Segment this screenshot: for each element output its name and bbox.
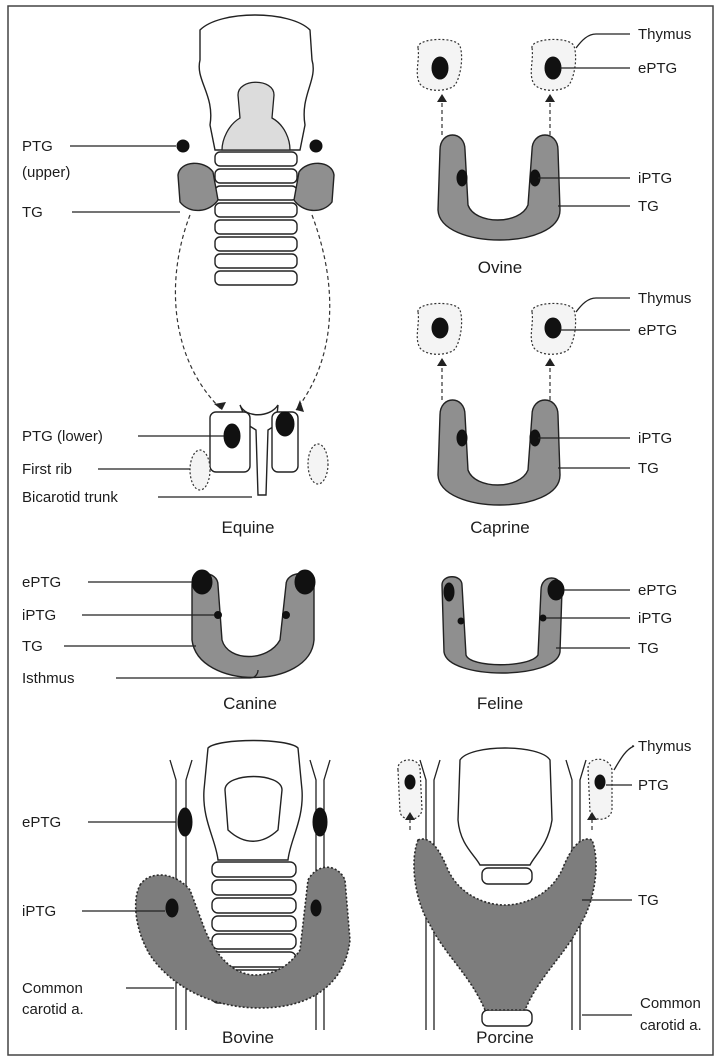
canine-eptg-left — [192, 570, 212, 594]
equine-migration-right — [296, 215, 330, 410]
label-ovine-eptg: ePTG — [638, 60, 677, 77]
label-caprine-thymus: Thymus — [638, 290, 691, 307]
label-canine-eptg: ePTG — [22, 574, 61, 591]
feline-iptg-left — [458, 618, 464, 624]
equine-trachea — [215, 152, 297, 285]
label-feline-iptg: iPTG — [638, 610, 672, 627]
label-canine-tg: TG — [22, 638, 43, 655]
equine-first-rib-right — [308, 444, 328, 484]
equine-thyroid-left — [178, 163, 218, 210]
label-caprine-iptg: iPTG — [638, 430, 672, 447]
feline-iptg-right — [540, 615, 546, 621]
ovine-iptg-left — [457, 170, 467, 186]
canine-iptg-right — [283, 612, 290, 619]
label-bovine-carotid: carotid a. — [22, 1001, 84, 1018]
label-feline-tg: TG — [638, 640, 659, 657]
bovine-panel: ePTG iPTG Common carotid a. Bovine — [22, 741, 350, 1048]
bovine-iptg-left — [166, 899, 178, 917]
equine-panel: PTG (upper) TG PTG (lower) First rib Bic… — [22, 15, 334, 537]
equine-ptg-lower-left — [224, 424, 240, 448]
caption-equine: Equine — [222, 518, 275, 537]
label-porcine-carotid: carotid a. — [640, 1017, 702, 1034]
ovine-panel: Thymus ePTG iPTG TG Ovine — [417, 26, 691, 277]
caprine-panel: Thymus ePTG iPTG TG Caprine — [417, 290, 691, 537]
label-caprine-eptg: ePTG — [638, 322, 677, 339]
porcine-thymus-left — [398, 760, 422, 819]
label-ovine-thymus: Thymus — [638, 26, 691, 43]
label-equine-tg: TG — [22, 204, 43, 221]
porcine-ptg-left — [405, 775, 415, 789]
canine-eptg-right — [295, 570, 315, 594]
label-equine-upper: (upper) — [22, 164, 70, 181]
label-canine-iptg: iPTG — [22, 607, 56, 624]
label-equine-first-rib: First rib — [22, 461, 72, 478]
label-ovine-tg: TG — [638, 198, 659, 215]
porcine-panel: Thymus PTG TG Common carotid a. Porcine — [398, 738, 702, 1047]
porcine-larynx — [458, 748, 552, 865]
label-ovine-iptg: iPTG — [638, 170, 672, 187]
equine-first-rib-left — [190, 450, 210, 490]
label-porcine-common: Common — [640, 995, 701, 1012]
ovine-eptg-left — [432, 57, 448, 79]
caprine-thyroid — [438, 400, 560, 505]
label-porcine-ptg: PTG — [638, 777, 669, 794]
equine-ptg-upper-left — [177, 140, 189, 152]
bovine-iptg-right — [311, 900, 321, 916]
caption-feline: Feline — [477, 694, 523, 713]
equine-ptg-upper-right — [310, 140, 322, 152]
bovine-eptg-left — [178, 808, 192, 836]
bovine-eptg-right — [313, 808, 327, 836]
label-bovine-iptg: iPTG — [22, 903, 56, 920]
ovine-thyroid — [438, 135, 560, 240]
feline-eptg-right — [548, 580, 564, 600]
equine-ptg-lower-right — [276, 412, 294, 436]
label-bovine-eptg: ePTG — [22, 814, 61, 831]
label-equine-ptg-lower: PTG (lower) — [22, 428, 103, 445]
caption-bovine: Bovine — [222, 1028, 274, 1047]
caprine-iptg-left — [457, 430, 467, 446]
label-porcine-thymus: Thymus — [638, 738, 691, 755]
figure-frame — [8, 6, 713, 1055]
label-bovine-common: Common — [22, 980, 83, 997]
label-canine-isthmus: Isthmus — [22, 670, 75, 687]
equine-thyroid-right — [294, 163, 334, 210]
caption-ovine: Ovine — [478, 258, 522, 277]
feline-panel: ePTG iPTG TG Feline — [442, 577, 677, 713]
caprine-eptg-left — [432, 318, 448, 338]
caption-canine: Canine — [223, 694, 277, 713]
porcine-ptg-right — [595, 775, 605, 789]
label-equine-ptg: PTG — [22, 138, 53, 155]
caption-porcine: Porcine — [476, 1028, 534, 1047]
feline-eptg-left — [444, 583, 454, 601]
canine-iptg-left — [215, 612, 222, 619]
label-feline-eptg: ePTG — [638, 582, 677, 599]
canine-panel: ePTG iPTG TG Isthmus Canine — [22, 570, 315, 713]
label-equine-bicarotid: Bicarotid trunk — [22, 489, 118, 506]
label-porcine-tg: TG — [638, 892, 659, 909]
feline-thyroid — [442, 577, 562, 673]
label-caprine-tg: TG — [638, 460, 659, 477]
ovine-eptg-right — [545, 57, 561, 79]
caption-caprine: Caprine — [470, 518, 530, 537]
caprine-eptg-right — [545, 318, 561, 338]
